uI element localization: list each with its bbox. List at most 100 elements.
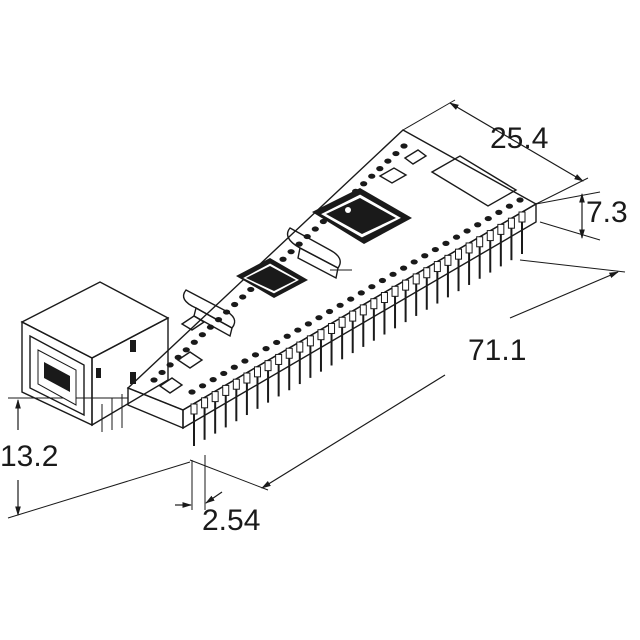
header-pin (486, 230, 494, 273)
header-pin (455, 248, 463, 292)
pad-front-row (315, 315, 323, 321)
header-pin (412, 273, 420, 316)
header-pin (285, 347, 293, 391)
pad-front-row (389, 271, 397, 277)
pad-front-row (431, 246, 439, 253)
pad-back-row (182, 347, 190, 353)
header-pin (465, 242, 473, 285)
pad-back-row (158, 369, 166, 376)
header-pin (253, 366, 261, 409)
pad-back-row (392, 150, 400, 157)
pad-front-row (474, 222, 482, 228)
header-pin (222, 384, 230, 428)
pad-back-row (279, 256, 287, 262)
pad-back-row (384, 158, 392, 164)
header-pin (507, 217, 515, 261)
header-pin (190, 403, 198, 446)
header-pin (391, 285, 399, 329)
width-dimension-label: 25.4 (490, 122, 548, 155)
pad-front-row (325, 308, 334, 315)
pad-front-row (378, 277, 387, 284)
header-pin (402, 279, 410, 323)
header-pin (296, 341, 304, 385)
header-pins (190, 211, 526, 446)
header-pin (232, 378, 240, 422)
pin-pads (150, 143, 524, 395)
pad-front-row (209, 377, 217, 383)
pad-back-row (190, 339, 198, 345)
pad-front-row (463, 228, 471, 234)
pad-front-row (336, 302, 344, 308)
pad-front-row (410, 259, 418, 265)
pitch-dimension-label: 2.54 (202, 504, 260, 537)
header-pin (518, 211, 526, 254)
pad-back-row (400, 143, 408, 149)
header-pin (264, 360, 272, 403)
header-pin (338, 316, 346, 360)
pad-front-row (262, 346, 270, 352)
pad-back-row (376, 166, 384, 172)
pad-front-row (357, 290, 365, 296)
pcb-board (126, 129, 538, 430)
pad-front-row (421, 253, 429, 259)
pad-front-row (442, 240, 450, 246)
pad-back-row (231, 301, 239, 308)
pad-back-row (198, 332, 206, 338)
crystal-oscillator-2 (182, 289, 236, 338)
header-pin (497, 223, 505, 267)
header-pin (476, 236, 484, 279)
pad-front-row (198, 383, 207, 389)
pad-front-row (220, 370, 228, 377)
header-pin (201, 397, 209, 440)
pad-front-row (304, 321, 312, 327)
pad-front-row (188, 389, 196, 395)
smd-components (158, 149, 428, 394)
height-dimension-label: 13.2 (0, 440, 58, 473)
pad-front-row (347, 296, 355, 302)
thickness-dimension-label: 7.3 (586, 196, 628, 229)
pad-front-row (273, 339, 281, 346)
header-pin (317, 329, 325, 372)
header-pin (306, 335, 314, 378)
header-pin (423, 267, 431, 310)
pad-front-row (452, 234, 461, 240)
header-pin (243, 372, 251, 416)
end-pad-strip (430, 155, 518, 207)
header-pin (359, 304, 367, 347)
pad-front-row (484, 215, 492, 222)
pad-front-row (241, 358, 249, 364)
pad-back-row (295, 241, 303, 247)
header-pin (275, 353, 283, 397)
pad-back-row (287, 249, 295, 255)
pad-back-row (247, 286, 255, 293)
pad-front-row (495, 209, 503, 215)
dimension-arrows (15, 102, 619, 516)
pad-front-row (505, 203, 514, 209)
header-pin (444, 254, 452, 298)
header-pin (328, 322, 336, 366)
pad-front-row (400, 265, 408, 271)
pad-front-row (230, 364, 238, 370)
length-dimension-label: 71.1 (468, 334, 526, 367)
crystal-oscillator (286, 227, 352, 280)
usb-interface-chip (236, 258, 308, 298)
header-pin (380, 292, 388, 335)
usb-b-connector (20, 281, 170, 432)
pad-back-row (150, 377, 158, 383)
pad-back-row (368, 173, 376, 179)
pad-front-row (251, 352, 260, 358)
microcontroller-chip (312, 188, 412, 244)
header-pin (211, 391, 219, 434)
pad-front-row (516, 197, 524, 203)
pad-front-row (368, 284, 376, 290)
pad-back-row (239, 294, 247, 300)
pad-back-row (311, 226, 319, 232)
header-pin (349, 310, 357, 354)
pad-back-row (360, 181, 368, 187)
pad-front-row (294, 327, 302, 333)
header-pin (433, 261, 441, 304)
pad-back-row (319, 218, 327, 225)
header-pin (370, 298, 378, 341)
